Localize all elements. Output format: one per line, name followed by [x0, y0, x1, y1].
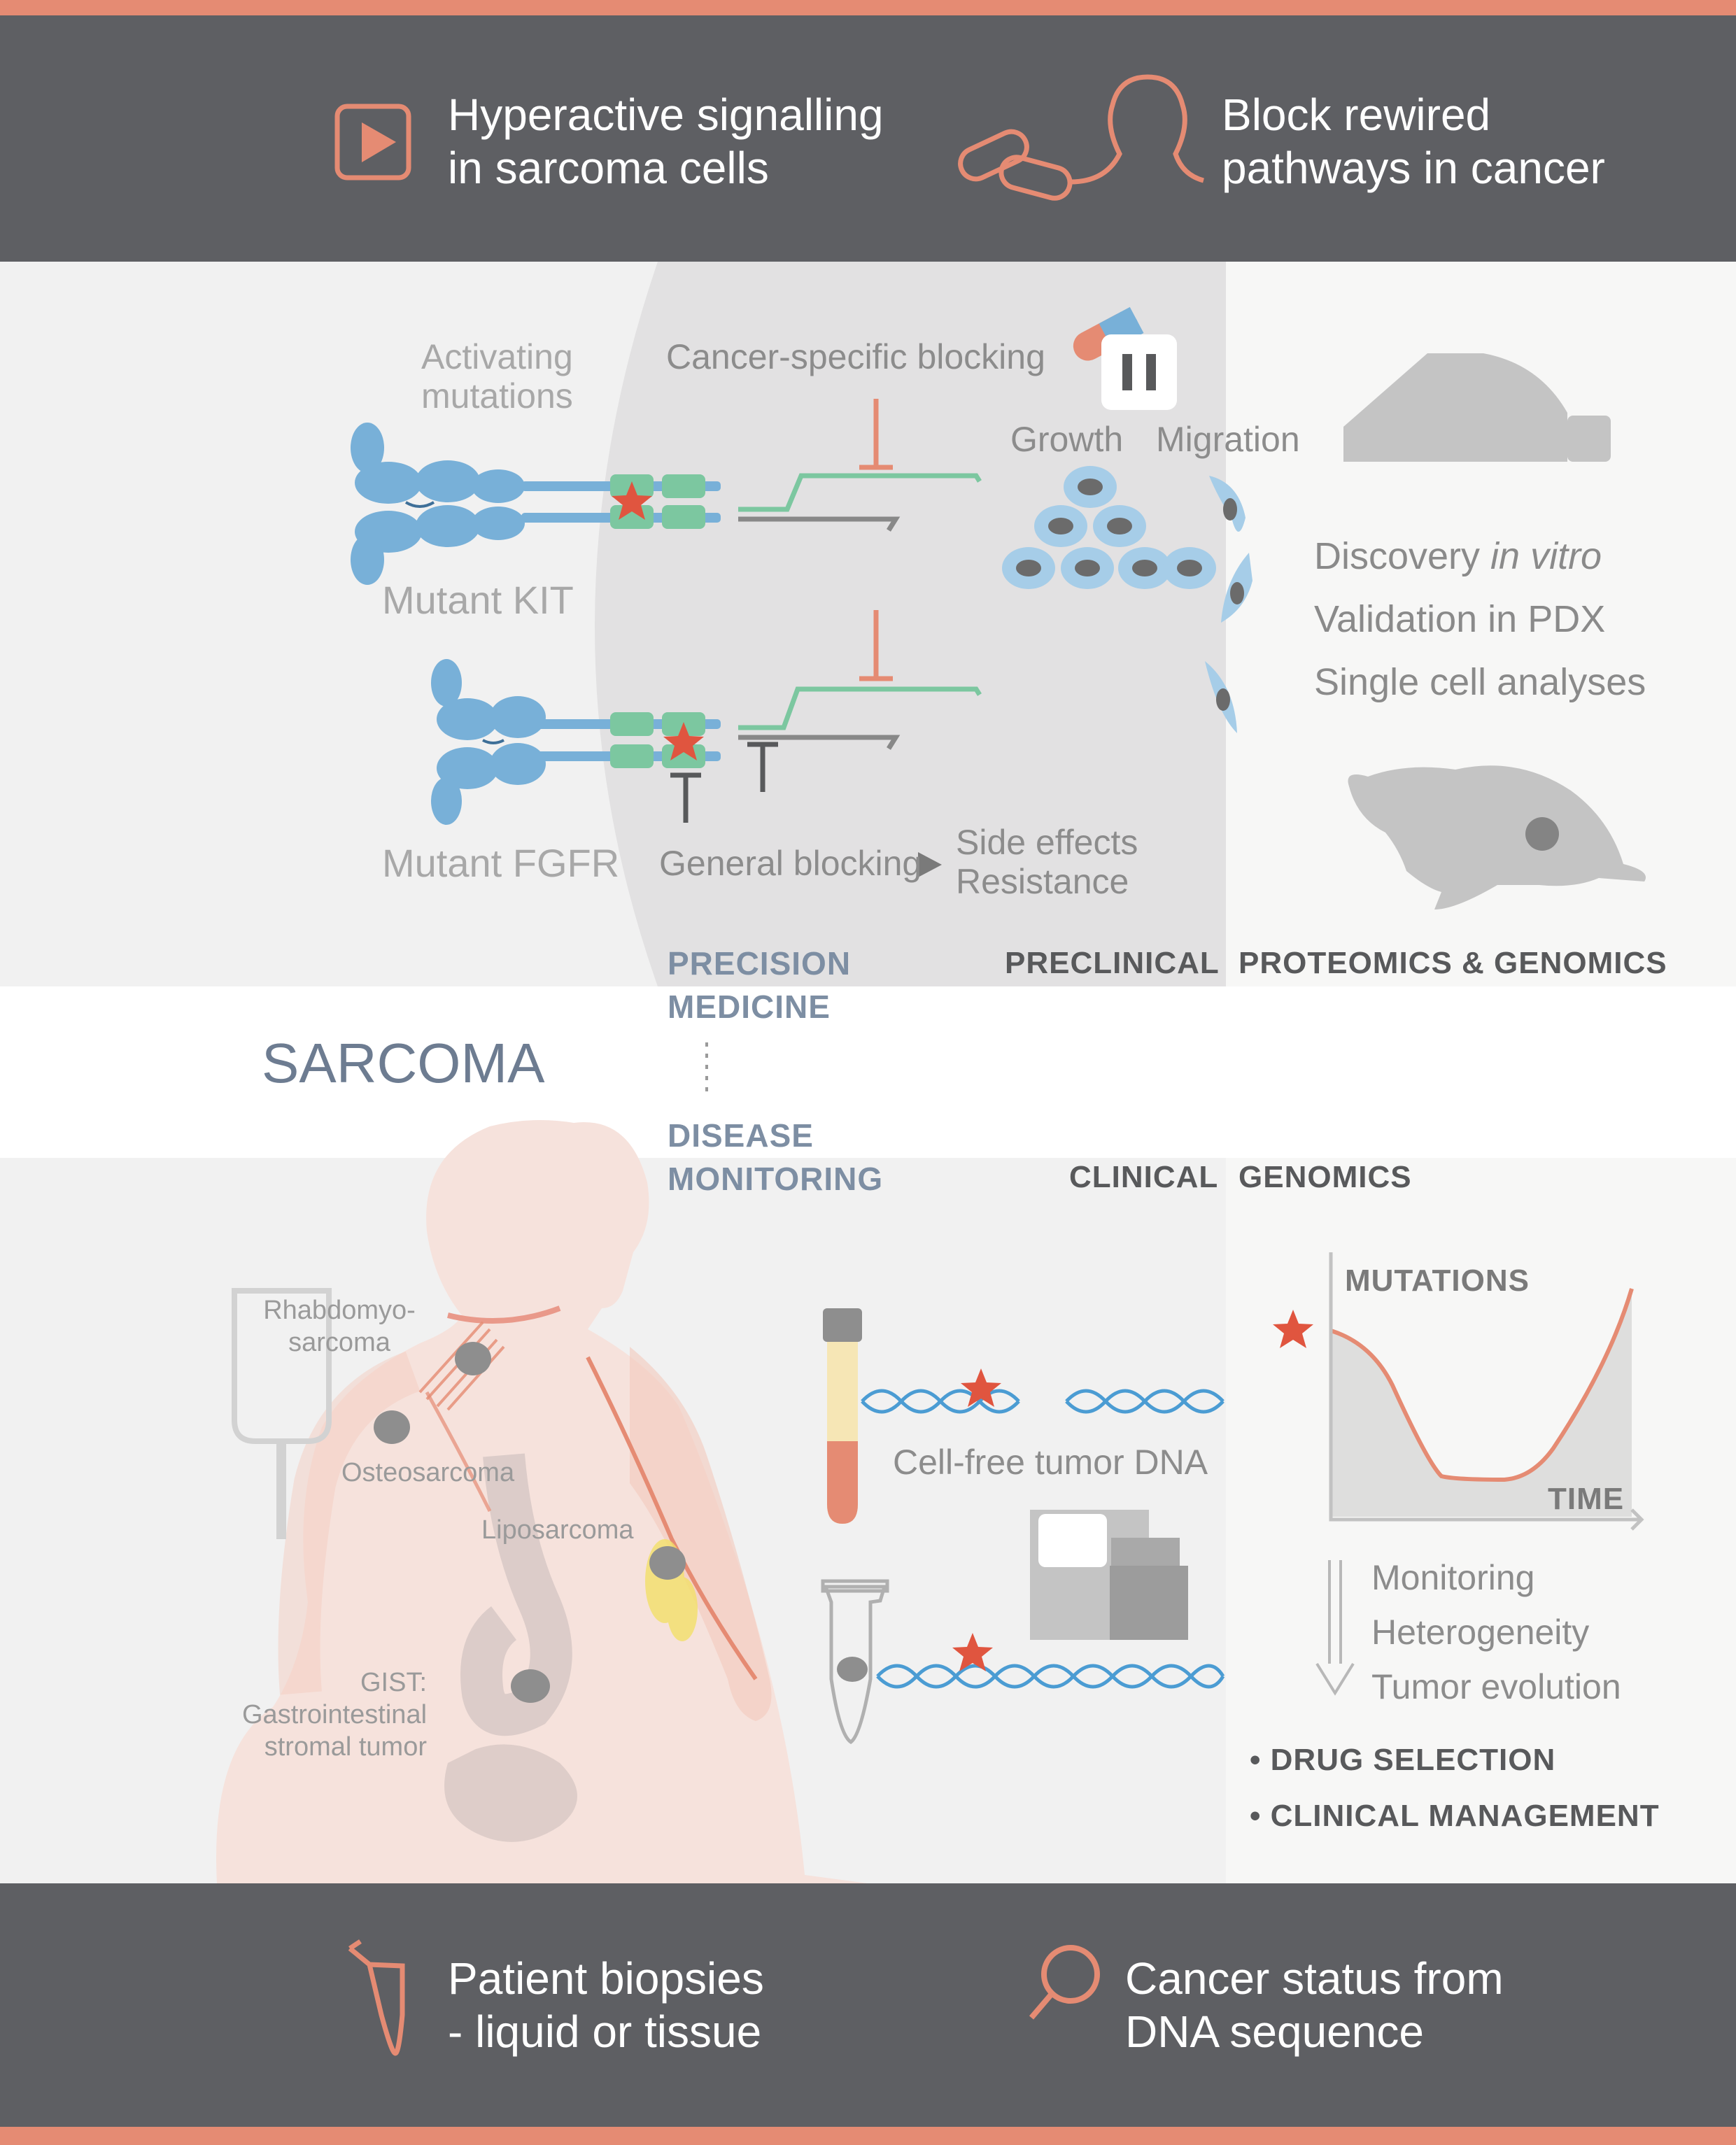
preclinical-item-pdx: Validation in PDX [1314, 598, 1606, 640]
dna-mutation-star-icon [952, 1368, 1001, 1671]
clinical-bullets: • DRUG SELECTION • CLINICAL MANAGEMENT [1250, 1732, 1660, 1844]
tissue-sample [837, 1657, 868, 1682]
liposarcoma-label: Liposarcoma [481, 1515, 634, 1545]
play-icon [334, 104, 411, 180]
bullet-clinical-management: • CLINICAL MANAGEMENT [1250, 1799, 1660, 1833]
gist-line-1: GIST: [360, 1668, 428, 1697]
footer-right-line-1: Cancer status from [1125, 1953, 1504, 2004]
general-inhibitor-icon [670, 742, 778, 823]
activating-mutations-label: Activating mutations [421, 337, 573, 416]
osteosarcoma-label: Osteosarcoma [341, 1458, 515, 1487]
preclinical-label: PRECLINICAL [1005, 946, 1220, 980]
sample-tube-icon [821, 1579, 889, 1745]
tube-icon [348, 1939, 405, 2056]
proteomics-genomics-label: PROTEOMICS & GENOMICS [1239, 946, 1667, 980]
outcome-monitoring: Monitoring [1371, 1558, 1535, 1597]
dna-helix [861, 1389, 1225, 1689]
side-effects-line-2: Resistance [956, 862, 1129, 901]
human-body-figure [216, 1120, 868, 1883]
pills-person-icon [958, 74, 1205, 201]
outcome-tumor-evolution: Tumor evolution [1371, 1667, 1621, 1706]
gist-line-2: Gastrointestinal [242, 1700, 428, 1729]
mutation-time-chart [1273, 1252, 1644, 1531]
gist-line-3: stromal tumor [264, 1732, 428, 1762]
rhabdomyosarcoma-label: Rhabdomyo- sarcoma [252, 1294, 427, 1359]
disease-monitoring-label: DISEASE MONITORING [668, 1114, 883, 1201]
precision-medicine-label: PRECISION MEDICINE [668, 942, 851, 1028]
clinical-label: CLINICAL [1069, 1160, 1219, 1194]
rhabdo-line-1: Rhabdomyo- [263, 1296, 416, 1325]
culture-flask-icon [1343, 353, 1611, 462]
cell-cluster [1002, 466, 1216, 589]
gist-label: GIST: Gastrointestinal stromal tumor [242, 1666, 427, 1763]
magnifier-icon [1029, 1945, 1100, 2020]
footer-left-line-2: - liquid or tissue [448, 2006, 762, 2057]
precision-line-1: PRECISION [668, 945, 852, 982]
sarcoma-title: SARCOMA [262, 1032, 545, 1094]
blood-tube-icon [823, 1308, 862, 1524]
header-right-line-2: pathways in cancer [1222, 143, 1605, 193]
bullet-drug-selection: • DRUG SELECTION [1250, 1743, 1556, 1777]
signalling-arrows [738, 473, 982, 750]
preclinical-item-discovery: Discovery in vitro [1314, 535, 1602, 577]
footer-right-line-2: DNA sequence [1125, 2006, 1424, 2057]
preclinical-item-single-cell: Single cell analyses [1314, 661, 1646, 703]
down-arrow-icon [1315, 1560, 1355, 1696]
specific-inhibitor-icon [859, 399, 893, 681]
mutant-kit-label: Mutant KIT [382, 578, 574, 622]
mutant-fgfr-label: Mutant FGFR [382, 841, 620, 885]
footer-right-title: Cancer status from DNA sequence [1125, 1952, 1504, 2058]
header-left-title: Hyperactive signalling in sarcoma cells [448, 88, 884, 194]
disease-line-2: MONITORING [668, 1161, 884, 1197]
migration-label: Migration [1156, 420, 1300, 459]
general-blocking-label: General blocking [659, 844, 922, 883]
footer-left-title: Patient biopsies - liquid or tissue [448, 1952, 764, 2058]
pause-icon [1101, 334, 1177, 410]
side-effects-label: Side effects Resistance [956, 823, 1138, 901]
header-left-line-1: Hyperactive signalling [448, 90, 884, 140]
mutant-kit-receptor [351, 423, 721, 585]
migrating-cells [1205, 476, 1252, 733]
side-effects-line-1: Side effects [956, 823, 1138, 862]
mutation-star-icon [612, 481, 704, 760]
outcome-heterogeneity: Heterogeneity [1371, 1613, 1590, 1652]
activating-line-1: Activating [421, 337, 573, 376]
footer-left-line-1: Patient biopsies [448, 1953, 764, 2004]
header-right-line-1: Block rewired [1222, 90, 1491, 140]
genomics-label: GENOMICS [1239, 1160, 1412, 1194]
sequencer-icon [1030, 1510, 1188, 1640]
mutations-axis-label: MUTATIONS [1345, 1263, 1530, 1298]
time-axis-label: TIME [1548, 1482, 1625, 1516]
disease-line-1: DISEASE [668, 1117, 814, 1154]
mouse-icon [1348, 765, 1646, 909]
cell-free-dna-label: Cell-free tumor DNA [893, 1443, 1208, 1482]
growth-label: Growth [1010, 420, 1124, 459]
precision-line-2: MEDICINE [668, 989, 831, 1025]
cancer-specific-label: Cancer-specific blocking [666, 337, 1045, 376]
activating-line-2: mutations [421, 376, 573, 416]
arrow-right-icon [918, 852, 942, 877]
header-right-title: Block rewired pathways in cancer [1222, 88, 1605, 194]
monitoring-outcomes: Monitoring Heterogeneity Tumor evolution [1371, 1550, 1621, 1714]
rhabdo-line-2: sarcoma [288, 1328, 390, 1357]
header-left-line-2: in sarcoma cells [448, 143, 769, 193]
preclinical-list: Discovery in vitro Validation in PDX Sin… [1314, 525, 1646, 714]
